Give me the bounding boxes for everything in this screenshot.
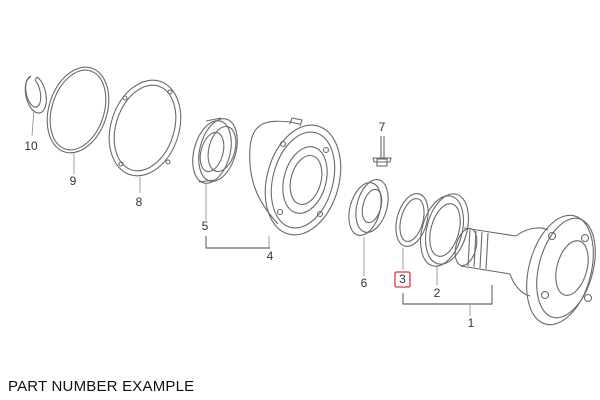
part-7-bolt (372, 136, 392, 167)
part-5-roller-bearing (192, 117, 238, 184)
callout-1: 1 (468, 316, 475, 330)
highlight-box-3 (394, 271, 411, 288)
bracket-4-5 (205, 236, 270, 249)
callout-6: 6 (361, 276, 368, 290)
callout-10: 10 (24, 139, 38, 153)
callout-7: 7 (379, 120, 386, 134)
caption-text: PART NUMBER EXAMPLE (8, 378, 195, 395)
part-1-flange-shaft (454, 214, 596, 326)
leader-10 (31, 109, 35, 137)
part-4-housing (249, 117, 342, 236)
callout-9: 9 (70, 174, 77, 188)
callout-4: 4 (267, 249, 274, 263)
part-3-o-ring (395, 193, 429, 247)
part-6-seal (348, 179, 389, 236)
part-9-o-ring (46, 66, 110, 154)
callout-5: 5 (202, 219, 209, 233)
part-2-spacer-ring (420, 193, 469, 267)
bracket-1-2-3 (402, 285, 493, 305)
part-8-gasket (108, 79, 182, 177)
part-10-snap-ring (24, 75, 47, 114)
callout-2: 2 (434, 286, 441, 300)
callout-8: 8 (136, 195, 143, 209)
callout-3: 3 (399, 272, 406, 286)
